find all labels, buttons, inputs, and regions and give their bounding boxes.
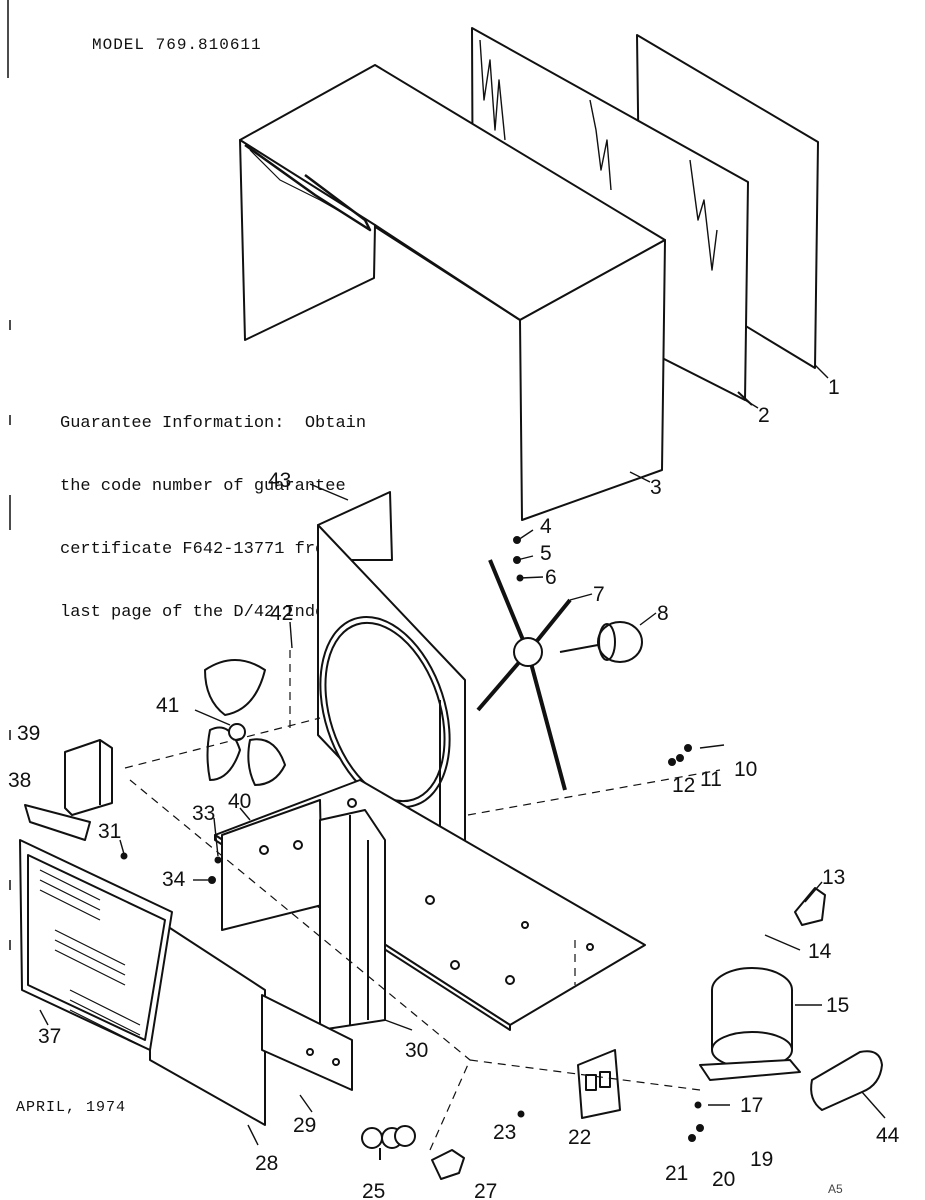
orifice-panel [221, 799, 323, 931]
overload-protector [794, 887, 826, 926]
callout-38: 38 [8, 769, 31, 792]
mounting-bracket [261, 994, 353, 1091]
center-partition [319, 809, 386, 1031]
compressor [699, 967, 801, 1081]
cabinet-shell [239, 64, 666, 521]
callout-39: 39 [17, 722, 40, 745]
callout-43: 43 [268, 469, 291, 492]
leader-lines [39, 364, 886, 1146]
callout-15: 15 [826, 994, 849, 1017]
fan-motor [559, 621, 643, 663]
fan-shroud [317, 491, 466, 891]
callout-labels: 1 2 3 4 5 6 7 8 10 11 12 13 14 15 17 19 … [8, 376, 900, 1200]
callout-5: 5 [540, 542, 552, 565]
callout-8: 8 [657, 602, 669, 625]
fitting-assembly [431, 1149, 465, 1180]
small-bracket [24, 804, 91, 841]
callout-14: 14 [808, 940, 832, 963]
callout-27: 27 [474, 1180, 497, 1200]
callout-20: 20 [712, 1168, 735, 1191]
capacitor [810, 1050, 883, 1111]
valve-assembly [361, 1125, 416, 1160]
fan-blade [476, 559, 572, 791]
callout-42: 42 [270, 602, 293, 625]
callout-29: 29 [293, 1114, 316, 1137]
callout-34: 34 [162, 868, 186, 891]
callout-19: 19 [750, 1148, 773, 1171]
callout-11: 11 [700, 768, 722, 791]
alignment-lines [124, 650, 721, 1151]
callout-4: 4 [540, 515, 552, 538]
callout-22: 22 [568, 1126, 591, 1149]
front-grille [19, 839, 173, 1051]
callout-41: 41 [156, 694, 179, 717]
guarantee-line: the code number of guarantee [60, 477, 346, 496]
callout-25: 25 [362, 1180, 385, 1200]
callout-44: 44 [876, 1124, 900, 1147]
callout-1: 1 [828, 376, 840, 399]
callout-23: 23 [493, 1121, 516, 1144]
callout-3: 3 [650, 476, 662, 499]
callout-31: 31 [98, 820, 121, 843]
callout-37: 37 [38, 1025, 61, 1048]
blower-wheel [204, 659, 286, 786]
callout-2: 2 [758, 404, 770, 427]
callout-40: 40 [228, 790, 251, 813]
callout-12: 12 [672, 774, 695, 797]
model-number: MODEL 769.810611 [92, 36, 262, 54]
issue-date: APRIL, 1974 [16, 1099, 127, 1116]
callout-33: 33 [192, 802, 215, 825]
start-relay [577, 1049, 621, 1119]
callout-17: 17 [740, 1094, 763, 1117]
hardware-items [120, 536, 704, 1142]
callout-30: 30 [405, 1039, 428, 1062]
callout-13: 13 [822, 866, 845, 889]
callout-10: 10 [734, 758, 757, 781]
page-code: A5 [828, 1182, 843, 1196]
margin-ticks [7, 0, 11, 950]
callout-6: 6 [545, 566, 557, 589]
callout-21: 21 [665, 1162, 688, 1185]
guarantee-line: Guarantee Information: Obtain [60, 414, 367, 433]
callout-7: 7 [593, 583, 605, 606]
relay-box [64, 739, 113, 816]
callout-28: 28 [255, 1152, 278, 1175]
